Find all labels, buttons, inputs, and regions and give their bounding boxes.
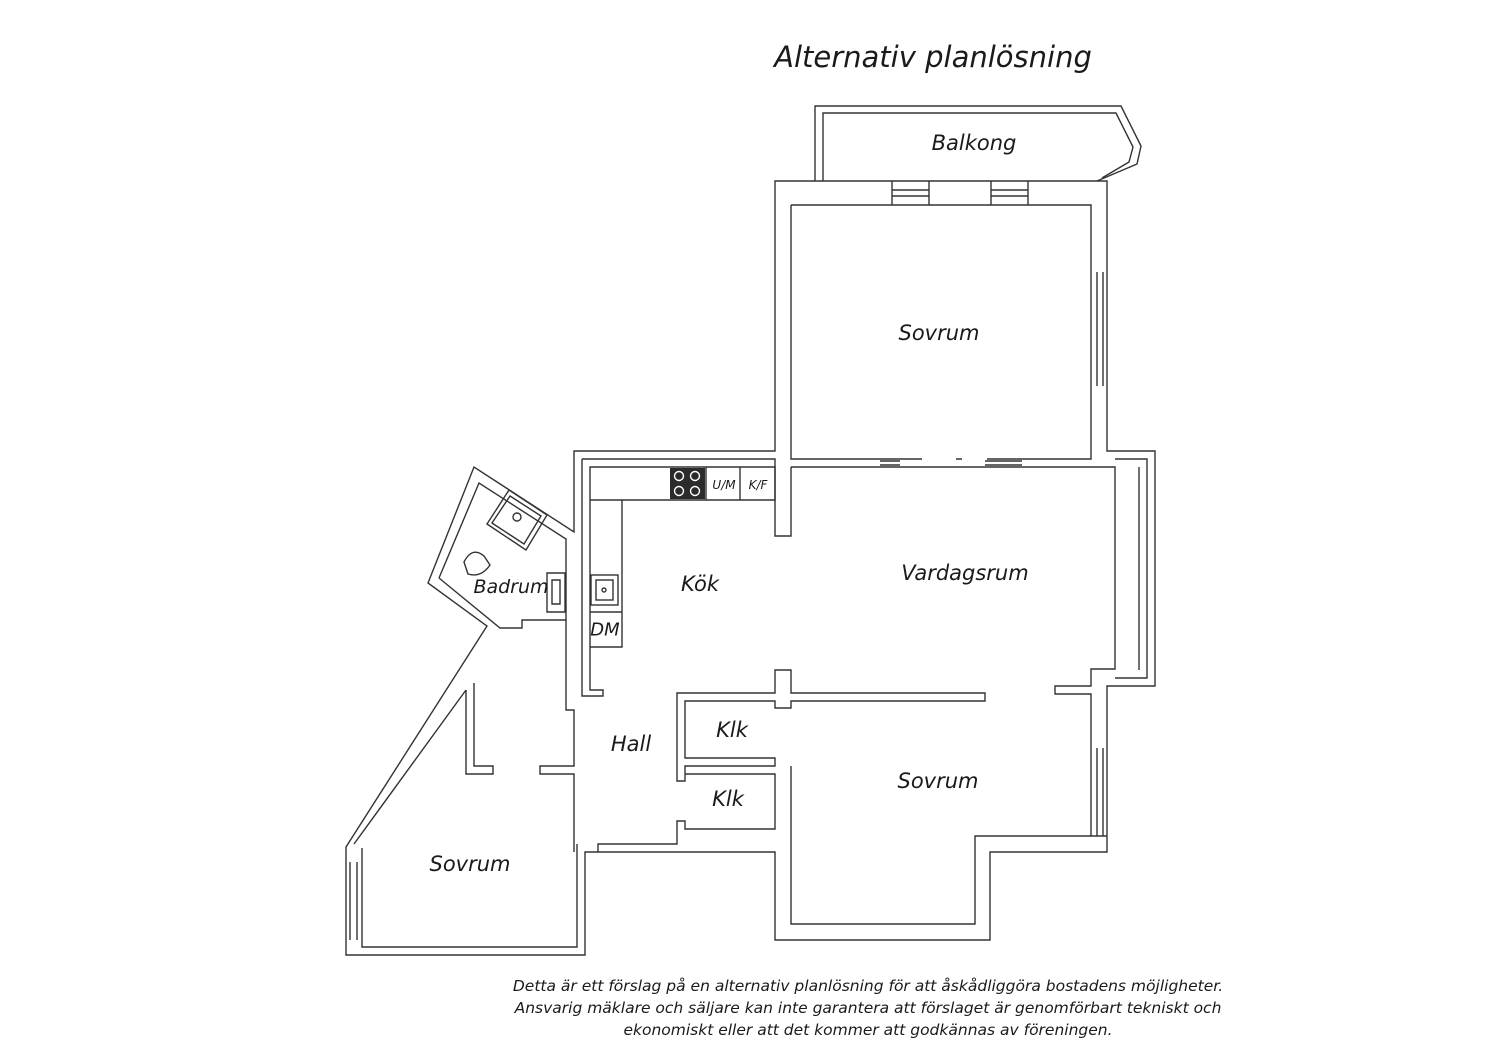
shower-drain <box>512 512 522 522</box>
room-label-sovrum-top: Sovrum <box>898 321 980 345</box>
kitchen-counter <box>590 466 776 648</box>
room-label-hall: Hall <box>610 732 652 756</box>
appliance-label-kf: K/F <box>748 478 768 492</box>
corridor-wall <box>676 669 986 782</box>
window-left-bedroom <box>349 862 358 940</box>
window-top-left <box>891 181 930 205</box>
appliance-label-um: U/M <box>712 478 736 492</box>
appliance-label-dm: DM <box>590 619 620 641</box>
balcony-outline <box>814 105 1142 182</box>
disclaimer: Detta är ett förslag på en alternativ pl… <box>430 975 1306 1041</box>
shower-tray-inner <box>491 495 542 545</box>
window-right-bedroom-top <box>1096 272 1104 386</box>
room-label-sovrum-right: Sovrum <box>897 769 979 793</box>
hall-wall-left <box>539 620 575 852</box>
toilet <box>463 551 491 576</box>
sliding-door-right <box>985 460 1022 466</box>
room-label-badrum: Badrum <box>473 576 549 598</box>
bedroom-right-wall <box>790 766 1091 925</box>
balcony-inner-outline <box>822 112 1134 181</box>
disclaimer-line-3: ekonomiskt eller att det kommer att godk… <box>623 1021 1113 1039</box>
room-label-vardagsrum: Vardagsrum <box>901 561 1029 585</box>
stove-burners <box>673 470 701 497</box>
room-label-sovrum-left: Sovrum <box>429 852 511 876</box>
bathroom-wall <box>438 481 567 629</box>
outer-wall <box>345 180 1156 956</box>
room-label-balkong: Balkong <box>931 131 1017 155</box>
sliding-door-left <box>880 460 900 466</box>
room-label-klk-lower: Klk <box>712 787 744 811</box>
bathroom-sink <box>546 572 566 613</box>
bedroom-top-wall <box>790 204 1092 460</box>
disclaimer-line-1: Detta är ett förslag på en alternativ pl… <box>512 977 1224 995</box>
room-label-kok: Kök <box>680 572 720 596</box>
living-room-window-frame <box>1115 458 1148 679</box>
disclaimer-line-2: Ansvarig mäklare och säljare kan inte ga… <box>514 999 1222 1017</box>
plan-title: Alternativ planlösning <box>774 40 1092 74</box>
kitchen-sink-basin <box>595 579 614 601</box>
kitchen-wall <box>581 458 792 697</box>
appliance-dividers <box>705 467 741 500</box>
room-label-klk-upper: Klk <box>716 718 748 742</box>
shower-tray <box>486 489 548 551</box>
wardrobe-lower-wall <box>597 773 776 852</box>
kitchen-counter-left <box>590 499 622 613</box>
kitchen-sink-drain <box>601 587 607 593</box>
kitchen-sink <box>590 574 619 606</box>
hall-wall-left-room <box>465 683 494 775</box>
living-room-wall <box>791 466 1116 837</box>
lower-left-bedroom-wall <box>353 689 578 948</box>
window-top-right <box>990 181 1029 205</box>
window-right-bedroom-lower <box>1096 748 1104 836</box>
